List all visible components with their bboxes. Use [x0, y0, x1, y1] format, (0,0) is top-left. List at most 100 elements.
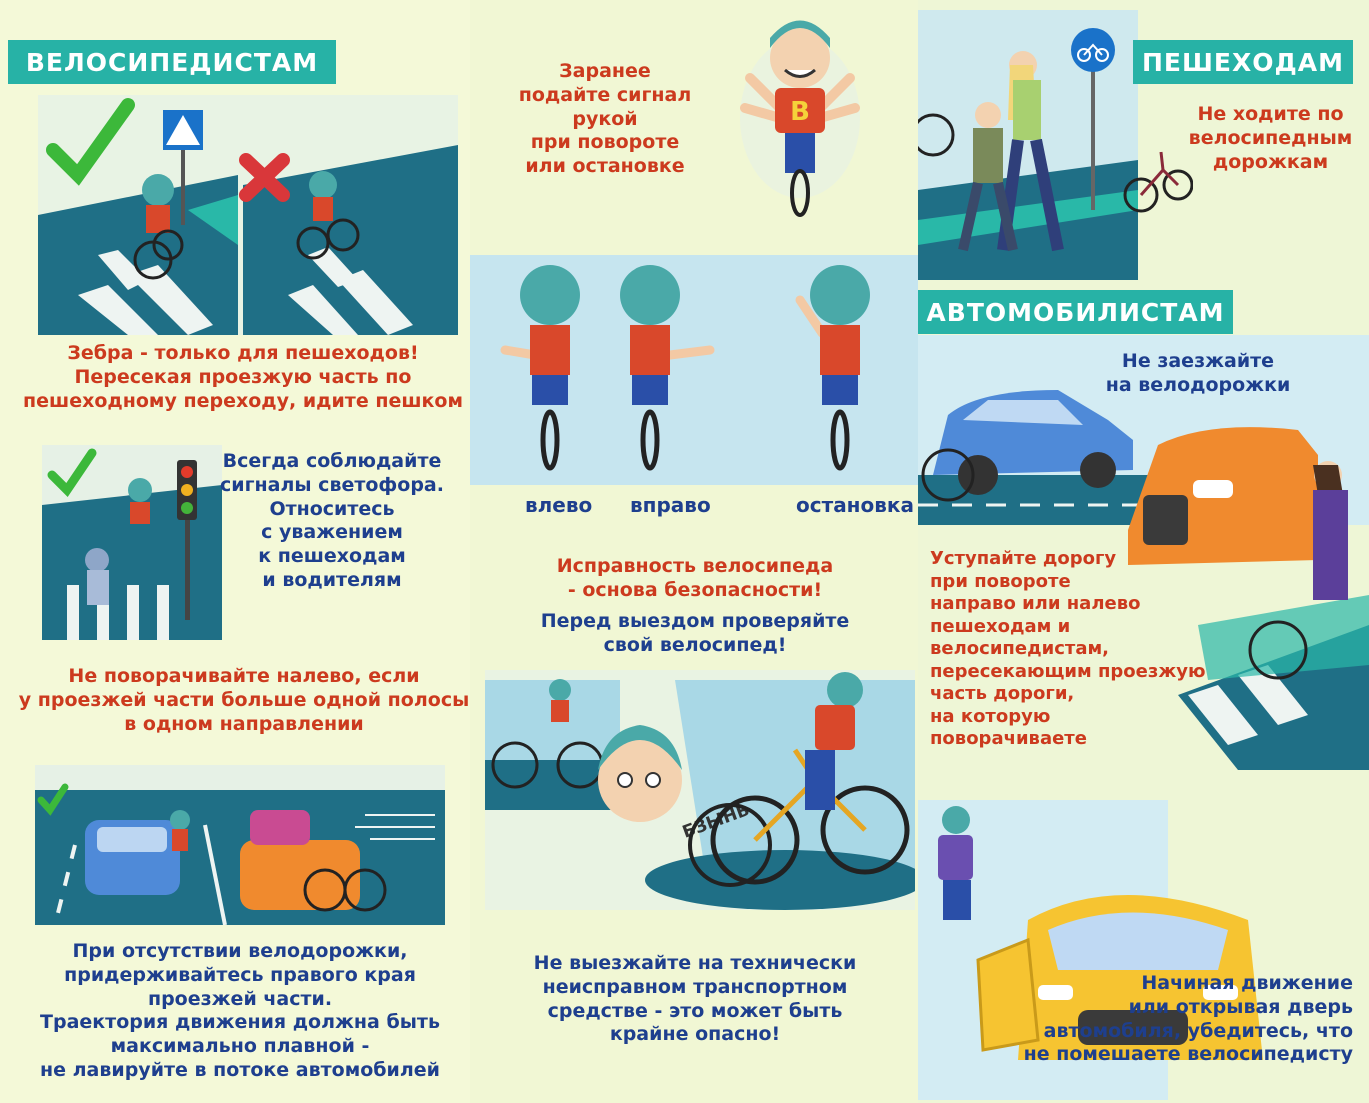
faulty-line-4: крайне опасно!: [609, 1023, 781, 1046]
standing-cyclist-icon: [1248, 461, 1348, 680]
left-turn-line-1: Не поворачивайте налево, если: [68, 665, 420, 687]
walking-cyclist-figure-icon: [296, 171, 360, 260]
yield-line-5: велосипедистам,: [930, 638, 1110, 659]
cyclists-banner-label: ВЕЛОСИПЕДИСТАМ: [25, 47, 319, 77]
right-signal-figure-icon: [620, 265, 715, 471]
bike-inspect-line-2: свой велосипед!: [603, 633, 787, 656]
bike-inspect-line-1: Перед выездом проверяйте: [540, 610, 850, 632]
waving-cyclist-illustration: B: [730, 8, 870, 218]
signals-line-1: Всегда соблюдайте: [222, 450, 442, 472]
bicycle-path-sign-icon: [1071, 28, 1115, 210]
signals-line-2: сигналы светофора.: [220, 473, 444, 496]
traffic-light-icon: [177, 460, 197, 620]
left-signal-figure-icon: [500, 265, 580, 471]
pedestrians-line-3: дорожкам: [1212, 150, 1329, 173]
parked-bicycle-illustration: [1123, 140, 1193, 220]
pedestrians-rule-text: Не ходите по велосипедным дорожкам: [1183, 103, 1358, 174]
right-edge-line-6: не лавируйте в потоке автомобилей: [40, 1058, 440, 1081]
cars-bike-lane-illustration: [918, 335, 1369, 770]
signals-line-6: и водителям: [262, 568, 402, 591]
hand-signal-line-3: рукой: [572, 107, 638, 130]
yield-line-2: при повороте: [930, 570, 1071, 592]
zebra-rule-line-3: пешеходному переходу, идите пешком: [23, 389, 463, 412]
worried-face-icon: [598, 725, 682, 822]
walking-man-icon: [958, 102, 1018, 252]
traffic-lanes-illustration: [35, 765, 445, 925]
zebra-crossing-illustration: [38, 95, 458, 335]
yield-line-3: направо или налево: [930, 593, 1141, 614]
gesture-label-stop: остановка: [796, 493, 914, 517]
purple-cyclist-icon: [938, 806, 973, 920]
hand-gestures-illustration: [470, 255, 918, 485]
hand-signal-line-4: при повороте: [530, 131, 680, 154]
signals-line-5: к пешеходам: [258, 545, 406, 567]
drivers-line-1: Не заезжайте: [1121, 350, 1275, 372]
door-rule-text: Начиная движение или открывая дверь авто…: [1008, 972, 1353, 1067]
shirt-letter: B: [790, 97, 810, 127]
door-line-2: или открывая дверь: [1128, 995, 1353, 1018]
drivers-line-2: на велодорожки: [1105, 373, 1291, 396]
faulty-line-2: неисправном транспортном: [542, 975, 848, 998]
door-line-4: не помешаете велосипедисту: [1023, 1043, 1353, 1066]
hand-signal-line-1: Заранее: [559, 60, 651, 82]
orange-car-icon: [1128, 427, 1318, 565]
bike-inspect-text: Перед выездом проверяйте свой велосипед!: [510, 610, 880, 658]
pedestrian-crossing-sign-icon: [163, 110, 203, 225]
signals-line-3: Относитесь: [269, 497, 395, 520]
cyclists-column: ВЕЛОСИПЕДИСТАМ: [0, 0, 470, 1103]
right-edge-line-4: Траектория движения должна быть: [40, 1011, 440, 1034]
cyclist-figure-icon: [133, 174, 184, 280]
door-line-3: автомобиля, убедитесь, что: [1043, 1019, 1353, 1042]
yield-line-8: на которую: [930, 705, 1051, 727]
pedestrians-line-1: Не ходите по: [1197, 103, 1344, 125]
right-edge-line-3: проезжей части.: [147, 987, 333, 1010]
broken-bike-illustration: БЗЫНЬ: [485, 670, 915, 910]
gesture-label-right: вправо: [630, 493, 711, 517]
pedestrians-line-2: велосипедным: [1188, 126, 1353, 149]
gesture-label-left: влево: [525, 493, 593, 517]
faulty-line-1: Не выезжайте на технически: [533, 952, 857, 974]
yield-rule-text: Уступайте дорогу при повороте направо ил…: [930, 548, 1230, 751]
drivers-rule-text: Не заезжайте на велодорожки: [1068, 350, 1328, 398]
zebra-rule-line-2: Пересекая проезжую часть по: [74, 365, 412, 388]
left-turn-line-2: у проезжей части больше одной полосы: [18, 688, 470, 711]
yield-line-6: пересекающим проезжую: [930, 660, 1206, 682]
bike-check-text: Исправность велосипеда - основа безопасн…: [510, 555, 880, 603]
car-door-illustration: [918, 800, 1369, 1103]
bike-check-line-1: Исправность велосипеда: [556, 555, 834, 577]
hand-signal-line-5: или остановке: [525, 155, 685, 177]
faulty-line-3: средстве - это может быть: [547, 999, 843, 1022]
pedestrians-illustration: [918, 10, 1138, 280]
yield-line-1: Уступайте дорогу: [930, 548, 1117, 569]
right-edge-line-5: максимально плавной -: [110, 1035, 370, 1057]
yield-line-7: часть дороги,: [930, 683, 1075, 704]
right-edge-line-2: придерживайтесь правого края: [64, 963, 416, 986]
right-edge-rule-text: При отсутствии велодорожки, придерживайт…: [20, 940, 460, 1083]
cyclists-banner: ВЕЛОСИПЕДИСТАМ: [8, 40, 336, 84]
pedestrians-banner: ПЕШЕХОДАМ: [1133, 40, 1353, 84]
blue-car-icon: [85, 820, 180, 895]
check-mark-icon: [46, 98, 135, 186]
signals-line-4: с уважением: [261, 521, 403, 544]
zebra-rule-line-1: Зебра - только для пешеходов!: [67, 342, 419, 364]
yellow-car-icon: [976, 895, 1263, 1060]
traffic-light-illustration: [42, 445, 222, 640]
orange-car-icon: [240, 810, 360, 910]
door-line-1: Начиная движение: [1141, 972, 1353, 994]
zebra-rule-text: Зебра - только для пешеходов! Пересекая …: [18, 342, 468, 413]
pedestrians-drivers-column: ПЕШЕХОДАМ Не ходите по велосипедным доро…: [918, 0, 1369, 1103]
yield-line-9: поворачиваете: [930, 728, 1087, 749]
drivers-banner: АВТОМОБИЛИСТАМ: [918, 290, 1233, 334]
faulty-vehicle-text: Не выезжайте на технически неисправном т…: [510, 952, 880, 1047]
hand-signal-rule-text: Заранее подайте сигнал рукой при поворот…: [490, 60, 720, 179]
drivers-banner-label: АВТОМОБИЛИСТАМ: [926, 297, 1225, 327]
left-turn-line-3: в одном направлении: [124, 712, 364, 735]
right-edge-line-1: При отсутствии велодорожки,: [72, 940, 408, 962]
blue-car-icon: [933, 390, 1133, 495]
yield-line-4: пешеходам и: [930, 615, 1071, 637]
cross-mark-icon: [239, 153, 290, 202]
left-turn-rule-text: Не поворачивайте налево, если у проезжей…: [18, 665, 470, 736]
bike-check-line-2: - основа безопасности!: [567, 578, 823, 601]
traffic-signals-text: Всегда соблюдайте сигналы светофора. Отн…: [212, 450, 452, 593]
hand-signal-line-2: подайте сигнал: [518, 83, 692, 106]
